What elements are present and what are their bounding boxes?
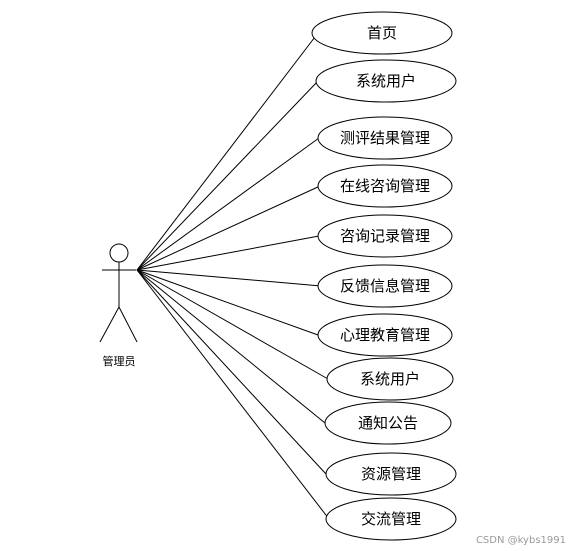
use-case: 通知公告 <box>324 401 452 445</box>
use-case-label: 咨询记录管理 <box>340 227 430 245</box>
use-case-ellipse <box>315 59 457 103</box>
association-lines <box>136 32 330 520</box>
use-case-ellipse <box>324 401 452 445</box>
actor-label: 管理员 <box>103 354 136 368</box>
use-case: 反馈信息管理 <box>317 264 453 308</box>
association-line <box>136 269 330 520</box>
use-case: 咨询记录管理 <box>317 214 453 258</box>
use-case-ellipse <box>317 264 453 308</box>
use-case: 测评结果管理 <box>317 116 453 160</box>
use-case: 系统用户 <box>315 59 457 103</box>
association-line <box>136 269 329 380</box>
watermark: CSDN @kybs1991 <box>476 535 566 546</box>
association-line <box>136 80 319 271</box>
association-line <box>136 269 322 287</box>
association-line <box>136 269 326 424</box>
use-case-label: 通知公告 <box>358 414 418 432</box>
use-cases: 首页系统用户测评结果管理在线咨询管理咨询记录管理反馈信息管理心理教育管理系统用户… <box>311 11 457 541</box>
association-line <box>136 32 319 271</box>
association-line <box>136 137 320 271</box>
use-case-label: 系统用户 <box>356 72 416 90</box>
use-case-ellipse <box>317 164 453 208</box>
use-case-ellipse <box>325 497 457 541</box>
association-line <box>136 185 321 271</box>
actor-right-leg <box>118 306 138 343</box>
use-case: 系统用户 <box>326 357 454 401</box>
association-line <box>136 235 320 271</box>
use-case-ellipse <box>326 357 454 401</box>
use-case-label: 交流管理 <box>361 510 421 528</box>
use-case: 在线咨询管理 <box>317 164 453 208</box>
actor-left-leg <box>99 306 120 343</box>
use-case-ellipse <box>325 452 457 496</box>
association-line <box>136 269 319 336</box>
use-case-ellipse <box>311 11 453 55</box>
use-case-label: 测评结果管理 <box>340 129 430 147</box>
use-case-label: 资源管理 <box>361 465 421 483</box>
use-case-ellipse <box>317 116 453 160</box>
use-case-ellipse <box>317 214 453 258</box>
use-case-label: 系统用户 <box>360 370 420 388</box>
use-case-label: 首页 <box>367 24 397 42</box>
use-case-ellipse <box>317 313 453 357</box>
actor <box>99 243 138 343</box>
association-line <box>136 269 327 475</box>
use-case-label: 在线咨询管理 <box>340 177 430 195</box>
use-case: 资源管理 <box>325 452 457 496</box>
use-case-label: 反馈信息管理 <box>340 277 430 295</box>
use-case-label: 心理教育管理 <box>340 326 430 344</box>
use-case: 首页 <box>311 11 453 55</box>
use-case: 心理教育管理 <box>317 313 453 357</box>
use-case: 交流管理 <box>325 497 457 541</box>
actor-head <box>109 243 129 263</box>
